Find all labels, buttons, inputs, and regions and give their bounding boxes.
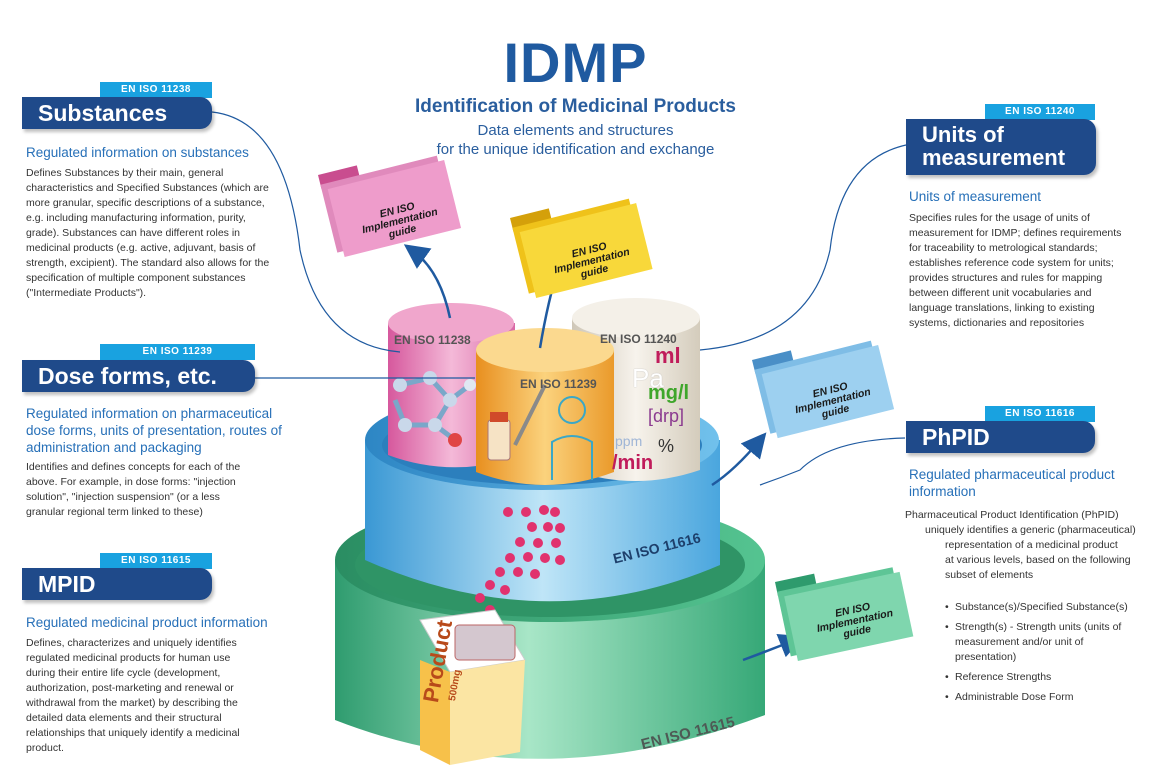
iso-tag-11615: EN ISO 11615 xyxy=(100,553,212,569)
folder-blue xyxy=(752,340,895,439)
pills-graphic xyxy=(475,505,565,615)
section-label-mpid: MPID xyxy=(22,568,212,600)
phpid-body-line: at various levels, based on the followin… xyxy=(945,554,1131,566)
product-box-graphic xyxy=(419,609,526,765)
iso-tag-11238: EN ISO 11238 xyxy=(100,82,212,98)
unit-drp: [drp] xyxy=(648,406,685,426)
person-graphic xyxy=(551,396,593,480)
cylinder-label-11240: EN ISO 11240 xyxy=(600,332,677,346)
phpid-body-line: subset of elements xyxy=(945,569,1034,581)
list-item: Administrable Dose Form xyxy=(945,690,1140,705)
description-line: Data elements and structures xyxy=(477,122,674,139)
section-label-substances: Substances xyxy=(22,97,212,129)
phpid-body: Pharmaceutical Product Identification (P… xyxy=(905,508,1145,583)
section-label-units: Units of measurement xyxy=(906,119,1096,175)
molecule-graphic xyxy=(392,371,476,447)
units-body: Specifies rules for the usage of units o… xyxy=(909,212,1122,329)
substances-subtitle: Regulated information on substances xyxy=(26,145,249,160)
iso-tag-11239: EN ISO 11239 xyxy=(100,344,255,360)
substances-body: Defines Substances by their main, genera… xyxy=(26,167,270,299)
page-title: IDMP xyxy=(503,31,648,94)
vial-graphic xyxy=(487,384,547,461)
folder-yellow xyxy=(510,198,653,299)
unit-ml: ml xyxy=(655,343,681,368)
units-subtitle: Units of measurement xyxy=(909,189,1042,204)
mpid-subtitle: Regulated medicinal product information xyxy=(26,615,268,630)
iso-tag-11240: EN ISO 11240 xyxy=(985,104,1095,120)
section-label-dose-forms: Dose forms, etc. xyxy=(22,360,255,392)
list-item: Reference Strengths xyxy=(945,670,1140,685)
folder-green xyxy=(775,567,914,661)
cylinder-label-11238: EN ISO 11238 xyxy=(394,333,471,347)
description-line: for the unique identification and exchan… xyxy=(436,141,715,158)
page-description: Data elements and structures for the uni… xyxy=(0,121,1151,159)
list-item: Strength(s) - Strength units (units of m… xyxy=(945,620,1140,665)
unit-min: /min xyxy=(612,452,654,474)
phpid-body-line: Pharmaceutical Product Identification (P… xyxy=(905,509,1119,521)
phpid-body-line: representation of a medicinal product xyxy=(945,539,1118,551)
connector-substances xyxy=(211,111,401,353)
iso-tag-11616: EN ISO 11616 xyxy=(985,406,1095,422)
unit-pa: Pa xyxy=(632,363,664,393)
section-label-phpid: PhPID xyxy=(906,421,1095,453)
connector-phpid xyxy=(759,437,906,486)
folder-pink xyxy=(318,155,462,257)
page-subtitle: Identification of Medicinal Products xyxy=(415,96,736,117)
list-item: Substance(s)/Specified Substance(s) xyxy=(945,600,1140,615)
unit-pct: % xyxy=(658,436,675,456)
phpid-subtitle: Regulated pharmaceutical product informa… xyxy=(909,467,1115,499)
unit-mgl: mg/l xyxy=(648,382,690,404)
dose-forms-body: Identifies and defines concepts for each… xyxy=(26,461,241,518)
phpid-body-line: uniquely identifies a generic (pharmaceu… xyxy=(925,524,1136,536)
dose-forms-subtitle: Regulated information on pharmaceutical … xyxy=(26,406,282,455)
cylinder-11239 xyxy=(476,328,614,485)
unit-ppm: ppm xyxy=(615,433,643,449)
units-label-line: Units of xyxy=(922,122,1004,147)
connector-units xyxy=(699,144,907,351)
connector-lines xyxy=(211,111,907,486)
units-label-line: measurement xyxy=(922,145,1066,170)
cylinder-label-11239: EN ISO 11239 xyxy=(520,377,597,391)
phpid-bullet-list: Substance(s)/Specified Substance(s) Stre… xyxy=(945,600,1140,710)
mpid-body: Defines, characterizes and uniquely iden… xyxy=(26,637,240,754)
